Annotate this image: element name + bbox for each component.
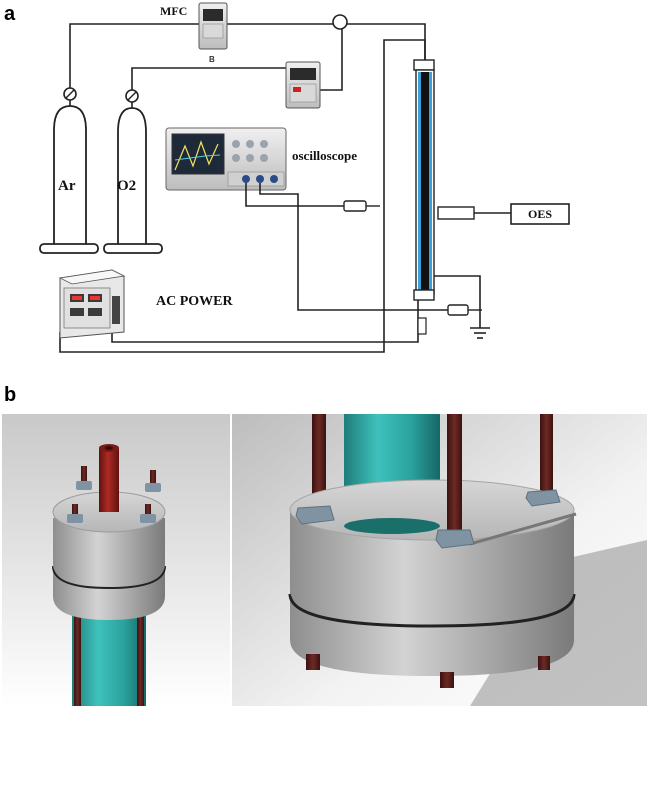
voltage-probe-lower	[447, 304, 482, 316]
mfc-label: MFC	[160, 4, 187, 18]
gas-mixer-junction	[332, 14, 348, 30]
o2-regulator-gauge	[125, 89, 139, 103]
o2-gas-cylinder	[103, 102, 163, 254]
oes-label: OES	[528, 207, 552, 221]
oscilloscope-device	[165, 127, 287, 191]
reactor-render-overview	[2, 414, 230, 706]
probe-lines	[245, 183, 448, 311]
bolt-nuts-closeup	[295, 414, 561, 688]
ground-symbol	[470, 327, 490, 339]
ac-power-supply	[58, 269, 126, 339]
mfc-b-line	[320, 28, 343, 91]
panel-a-letter: a	[4, 3, 16, 25]
current-probe	[417, 317, 427, 335]
gas-lines	[69, 23, 426, 96]
plasma-tube	[413, 59, 435, 301]
reactor-render-closeup	[232, 414, 647, 706]
mfc-sub-label: B	[209, 55, 215, 64]
oscilloscope-label: oscilloscope	[292, 148, 357, 163]
ar-regulator-gauge	[63, 87, 77, 101]
ar-label: Ar	[58, 178, 76, 194]
o2-label: O2	[117, 178, 136, 194]
ac-power-label: AC POWER	[156, 294, 234, 309]
oes-box	[510, 203, 570, 225]
bolt-nuts-overview	[67, 466, 161, 523]
oes-probe	[437, 206, 511, 220]
ar-gas-cylinder	[39, 100, 99, 254]
voltage-probe-upper	[343, 200, 380, 212]
mfc-a-device	[198, 2, 228, 50]
o2-gas-line	[131, 67, 286, 96]
mfc-b-device	[285, 61, 321, 109]
ar-gas-line	[69, 23, 426, 90]
panel-b-letter: b	[4, 384, 16, 406]
